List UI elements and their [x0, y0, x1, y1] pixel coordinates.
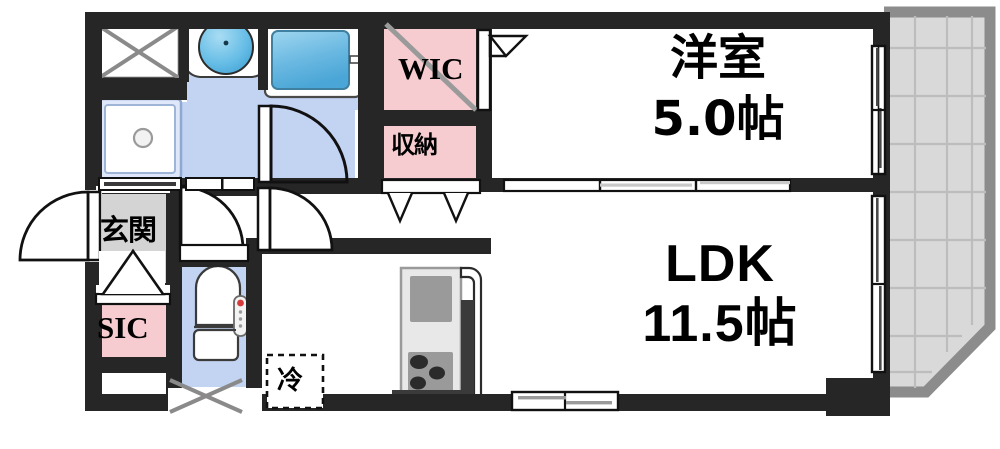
balcony-window-bottom-icon [870, 194, 887, 374]
shuno-doors-icon [380, 178, 482, 225]
sic-door-icon [94, 248, 172, 306]
bedroom-sliding-door-icon [502, 178, 792, 193]
ldk-bottom-window-icon [510, 390, 620, 412]
genkan-label: 玄関 [100, 213, 157, 247]
wic-label: WIC [398, 51, 464, 86]
toilet-icon [192, 264, 248, 362]
balcony-window-top-icon [870, 44, 887, 176]
sic-fill [96, 302, 170, 361]
bedroom-size-label: 5.0帖 [651, 91, 785, 147]
refrigerator-space-icon [265, 353, 325, 410]
washroom-door-icon [256, 186, 334, 252]
refrigerator-label: 冷 [277, 366, 304, 396]
ldk-size-label: 11.5帖 [642, 295, 798, 353]
shuno-fill [382, 124, 480, 182]
toilet-door-icon [178, 243, 250, 263]
washer-pan-icon [97, 97, 183, 181]
washer-space-icon [97, 24, 181, 80]
balcony [884, 6, 996, 398]
ldk-name-label: LDK [665, 235, 775, 293]
sic-label: SIC [97, 310, 149, 345]
wic-door-icon [384, 22, 529, 112]
shuno-label: 収納 [391, 131, 438, 159]
bathtub-icon [263, 22, 368, 99]
bath-door-icon [257, 104, 349, 184]
pipe-space-icon [168, 378, 262, 414]
balcony-tiles [890, 16, 986, 388]
bedroom-name-label: 洋室 [669, 30, 766, 86]
kitchen-counter [392, 266, 483, 410]
wet-area-sill [98, 177, 255, 191]
